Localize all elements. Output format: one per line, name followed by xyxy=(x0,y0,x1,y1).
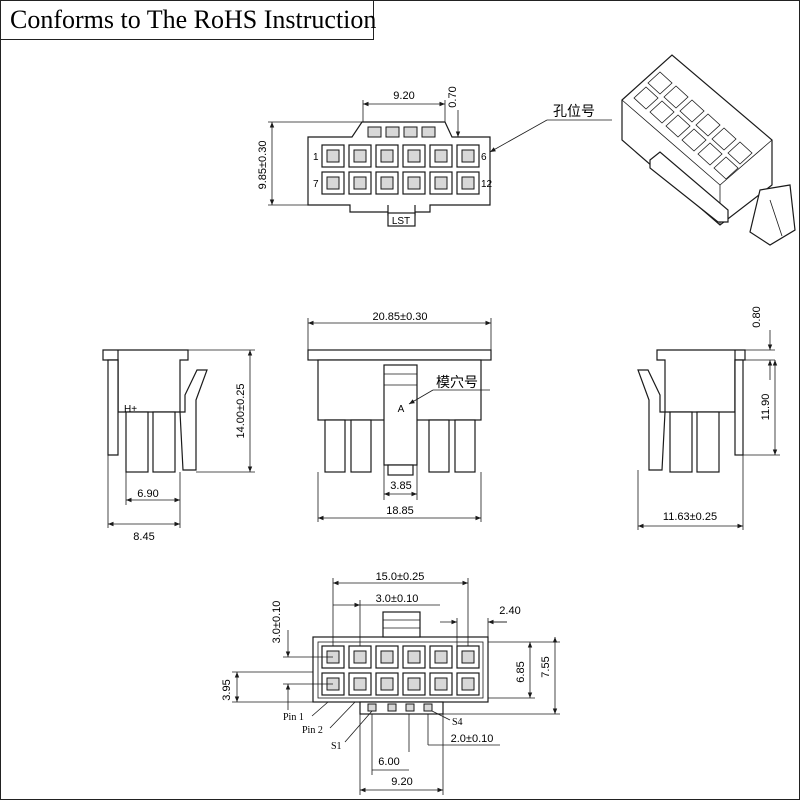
pin-6-label: 6 xyxy=(481,152,487,163)
dim-front-latch: 3.85 xyxy=(390,480,411,492)
front-view: A 模穴号 20.85±0.30 3.85 18.85 xyxy=(307,311,492,522)
dim-bottom-edge: 2.40 xyxy=(499,605,520,617)
dim-bottom-total: 9.20 xyxy=(391,776,412,788)
dim-front-base: 18.85 xyxy=(386,505,414,517)
top-view: LST 1 6 7 12 9.20 0.70 xyxy=(257,86,612,227)
dim-left-height: 14.00±0.25 xyxy=(235,384,247,439)
left-view: H+ 14.00±0.25 6.90 8.45 xyxy=(102,349,255,543)
dim-right-depth: 11.63±0.25 xyxy=(663,511,717,523)
cavity-label: A xyxy=(398,404,405,415)
polarity-label: H+ xyxy=(124,404,137,415)
dim-left-inner: 6.90 xyxy=(137,488,158,500)
pin1-label: Pin 1 xyxy=(283,712,304,723)
hole-callout: 孔位号 xyxy=(553,104,595,120)
right-view: 0.80 11.90 11.63±0.25 xyxy=(637,306,780,530)
dim-top-pitch: 9.20 xyxy=(393,90,414,102)
dim-stub-span: 6.00 xyxy=(378,756,399,768)
title-box: Conforms to The RoHS Instruction xyxy=(0,0,377,40)
pin-7-label: 7 xyxy=(313,179,319,190)
dim-top-height: 9.85±0.30 xyxy=(257,141,269,190)
latch-label: LST xyxy=(392,216,410,227)
dim-bottom-outer-h: 7.55 xyxy=(540,656,552,677)
dim-right-flange: 0.80 xyxy=(751,306,763,327)
dim-left-outer: 8.45 xyxy=(133,531,154,543)
dim-bottom-offset: 3.95 xyxy=(221,679,233,700)
top-cavities xyxy=(321,144,480,195)
dim-bottom-inner-h: 6.85 xyxy=(515,661,527,682)
s1-label: S1 xyxy=(331,741,342,752)
cavity-callout: 模穴号 xyxy=(436,375,478,391)
dim-stub-pitch: 2.0±0.10 xyxy=(451,733,494,745)
pin-1-label: 1 xyxy=(313,152,319,163)
isometric-view xyxy=(621,54,796,246)
dim-right-body: 11.90 xyxy=(760,394,772,421)
s4-label: S4 xyxy=(452,717,463,728)
dim-bottom-row: 3.0±0.10 xyxy=(271,601,283,644)
dim-bottom-span: 15.0±0.25 xyxy=(376,571,425,583)
bottom-view: 15.0±0.25 3.0±0.10 2.40 3.0±0.10 3.95 6.… xyxy=(221,571,560,795)
dim-front-width: 20.85±0.30 xyxy=(373,311,428,323)
pin-12-label: 12 xyxy=(481,179,493,190)
dim-latch-gap: 0.70 xyxy=(447,86,459,107)
pin2-label: Pin 2 xyxy=(302,725,323,736)
page-title: Conforms to The RoHS Instruction xyxy=(10,5,377,34)
dim-bottom-pitch: 3.0±0.10 xyxy=(376,593,419,605)
